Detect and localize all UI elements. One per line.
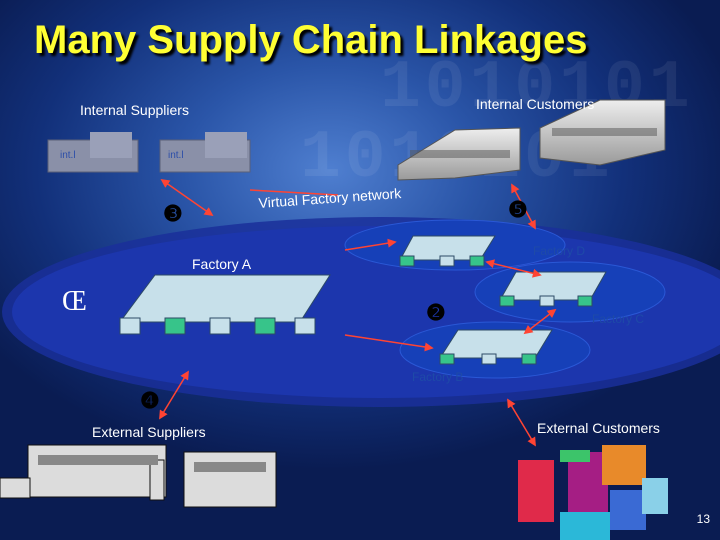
- marker-4: ❹: [140, 388, 160, 413]
- factory-c-machines: [499, 271, 607, 307]
- arrow-a-b: [344, 334, 434, 352]
- arrow-4: [159, 370, 189, 420]
- marker-5: ❺: [508, 197, 528, 222]
- intel-logo-1: int.l: [60, 150, 76, 161]
- arrow-5: [511, 183, 536, 230]
- factory-b-label: Factory B: [412, 370, 464, 384]
- factory-a-label: Factory A: [192, 256, 252, 272]
- arrow-virtual-network: [249, 189, 339, 196]
- internal-customers-image: [397, 99, 666, 181]
- external-suppliers-label: External Suppliers: [92, 424, 206, 440]
- external-customers-image: [518, 445, 668, 540]
- external-suppliers-image: [0, 444, 277, 508]
- factory-d-label: Factory D: [533, 244, 586, 258]
- marker-3: ❸: [163, 201, 183, 226]
- page-number: 13: [696, 512, 710, 526]
- arrow-c-b: [523, 308, 557, 335]
- factory-c-label: Factory C: [592, 312, 645, 326]
- internal-customers-label: Internal Customers: [476, 96, 595, 112]
- intel-logo-2: int.l: [168, 150, 184, 161]
- factory-b-machines: [439, 329, 553, 365]
- arrow-d-c: [485, 259, 542, 278]
- internal-suppliers-label: Internal Suppliers: [80, 102, 189, 118]
- arrow-external-customers: [507, 398, 536, 447]
- slide-title: Many Supply Chain Linkages: [34, 18, 588, 62]
- factory-d-machines: [399, 235, 496, 267]
- external-customers-label: External Customers: [537, 420, 660, 436]
- arrow-3: [160, 178, 214, 217]
- marker-2: ❷: [426, 300, 446, 325]
- arrow-a-d: [344, 238, 397, 251]
- internal-suppliers-image: [47, 132, 251, 173]
- factory-a-machines: [119, 274, 331, 335]
- marker-1: Œ: [62, 286, 87, 317]
